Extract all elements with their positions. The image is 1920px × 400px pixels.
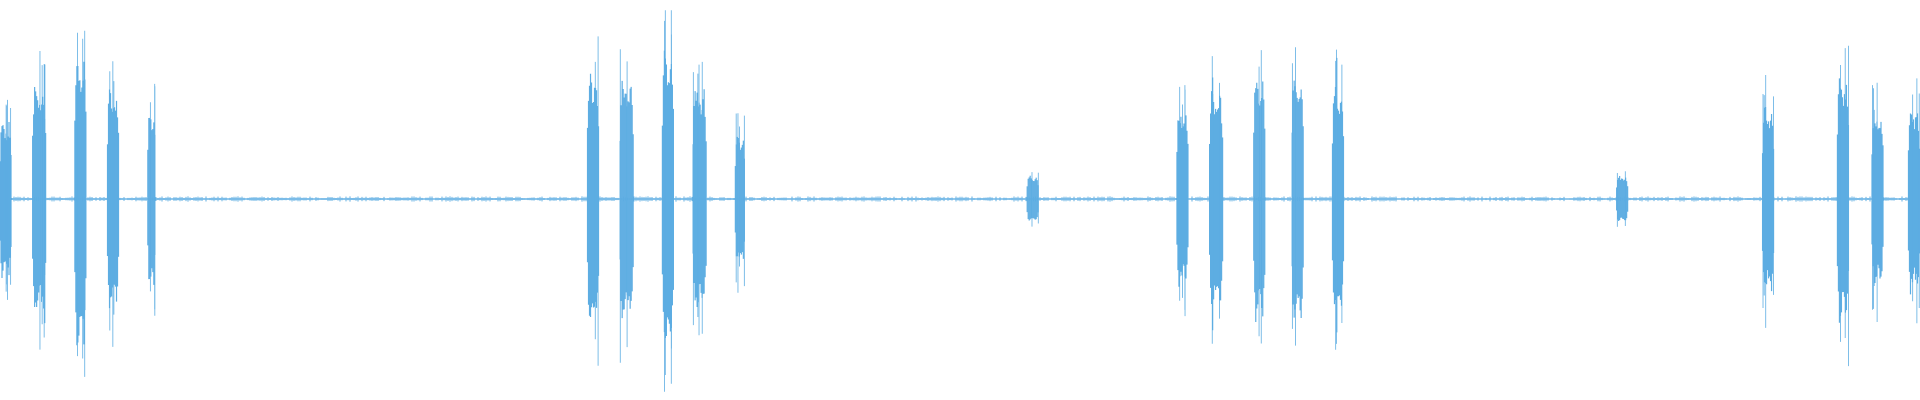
burst-4c [1871, 82, 1884, 323]
burst-1a [0, 99, 12, 300]
burst-4d [1907, 78, 1920, 324]
burst-1b [32, 51, 47, 350]
burst-2a [586, 36, 600, 366]
burst-3a [1176, 85, 1189, 317]
burst-1e [147, 83, 156, 316]
burst-4a [1761, 74, 1775, 328]
blip-2 [1616, 171, 1629, 227]
burst-2c [661, 10, 675, 392]
burst-2d [692, 61, 707, 336]
burst-3c [1253, 50, 1266, 344]
blip-1 [1026, 172, 1039, 227]
burst-3e [1331, 49, 1345, 350]
burst-1c [74, 30, 87, 377]
burst-4b [1836, 45, 1850, 367]
burst-3b [1208, 56, 1224, 344]
burst-2e [734, 113, 745, 293]
burst-2b [619, 49, 634, 363]
burst-3d [1291, 47, 1304, 346]
burst-1d [106, 61, 120, 347]
